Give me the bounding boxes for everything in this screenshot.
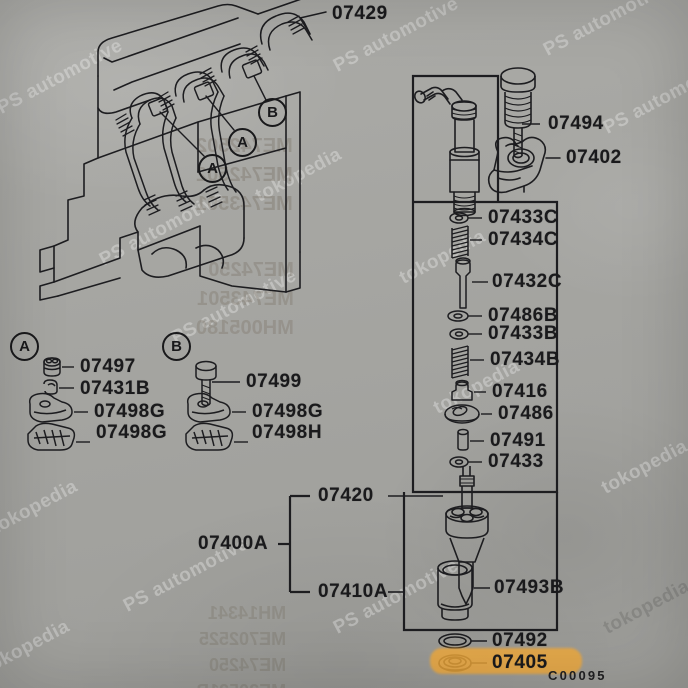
label-07486B: 07486B xyxy=(488,305,559,326)
legend-group-b-parts xyxy=(185,360,248,451)
part-07420-nozzle-assembly xyxy=(445,466,489,605)
label-07420: 07420 xyxy=(318,485,374,506)
label-07410A: 07410A xyxy=(318,581,389,602)
label-07433B: 07433B xyxy=(488,323,559,344)
legend-callout-a: A xyxy=(10,332,39,361)
label-07429: 07429 xyxy=(332,3,388,24)
callout-b-pipe: B xyxy=(258,98,287,127)
label-07434B: 07434B xyxy=(490,349,561,370)
label-07493B: 07493B xyxy=(494,577,565,598)
label-07499: 07499 xyxy=(246,371,302,392)
label-07432C: 07432C xyxy=(492,271,563,292)
assembly-bracket-07400A xyxy=(278,494,310,594)
label-07492: 07492 xyxy=(492,630,548,651)
panel-bottom xyxy=(402,492,559,632)
callout-a-pipe-2: A xyxy=(228,128,257,157)
legend-group-a-parts xyxy=(27,357,90,451)
part-07494-bolt xyxy=(500,67,540,159)
label-07433: 07433 xyxy=(488,451,544,472)
label-07486: 07486 xyxy=(498,403,554,424)
internal-parts-stack xyxy=(444,212,492,468)
label-07400A: 07400A xyxy=(198,533,269,554)
label-07433C: 07433C xyxy=(488,207,559,228)
label-07491: 07491 xyxy=(490,430,546,451)
label-07498H: 07498H xyxy=(252,422,323,443)
part-07493B-nozzle-sleeve xyxy=(437,560,490,621)
label-07497: 07497 xyxy=(80,356,136,377)
label-07402: 07402 xyxy=(566,147,622,168)
fuel-injection-pipes xyxy=(115,11,327,216)
part-07402-injector-clamp xyxy=(487,136,561,194)
label-07434C: 07434C xyxy=(488,229,559,250)
label-07416: 07416 xyxy=(492,381,548,402)
callout-a-pipe-1: A xyxy=(198,154,227,183)
label-07498G: 07498G xyxy=(94,401,166,422)
label-07498G: 07498G xyxy=(96,422,168,443)
injector-body-illustration xyxy=(413,86,480,217)
drawing-code: C00095 xyxy=(548,668,607,683)
label-07405: 07405 xyxy=(492,652,548,673)
part-07405-nozzle-gasket xyxy=(438,654,487,672)
label-07498G: 07498G xyxy=(252,401,324,422)
legend-callout-b: B xyxy=(162,332,191,361)
label-07431B: 07431B xyxy=(80,378,151,399)
part-07492-o-ring xyxy=(438,633,487,649)
label-07494: 07494 xyxy=(548,113,604,134)
